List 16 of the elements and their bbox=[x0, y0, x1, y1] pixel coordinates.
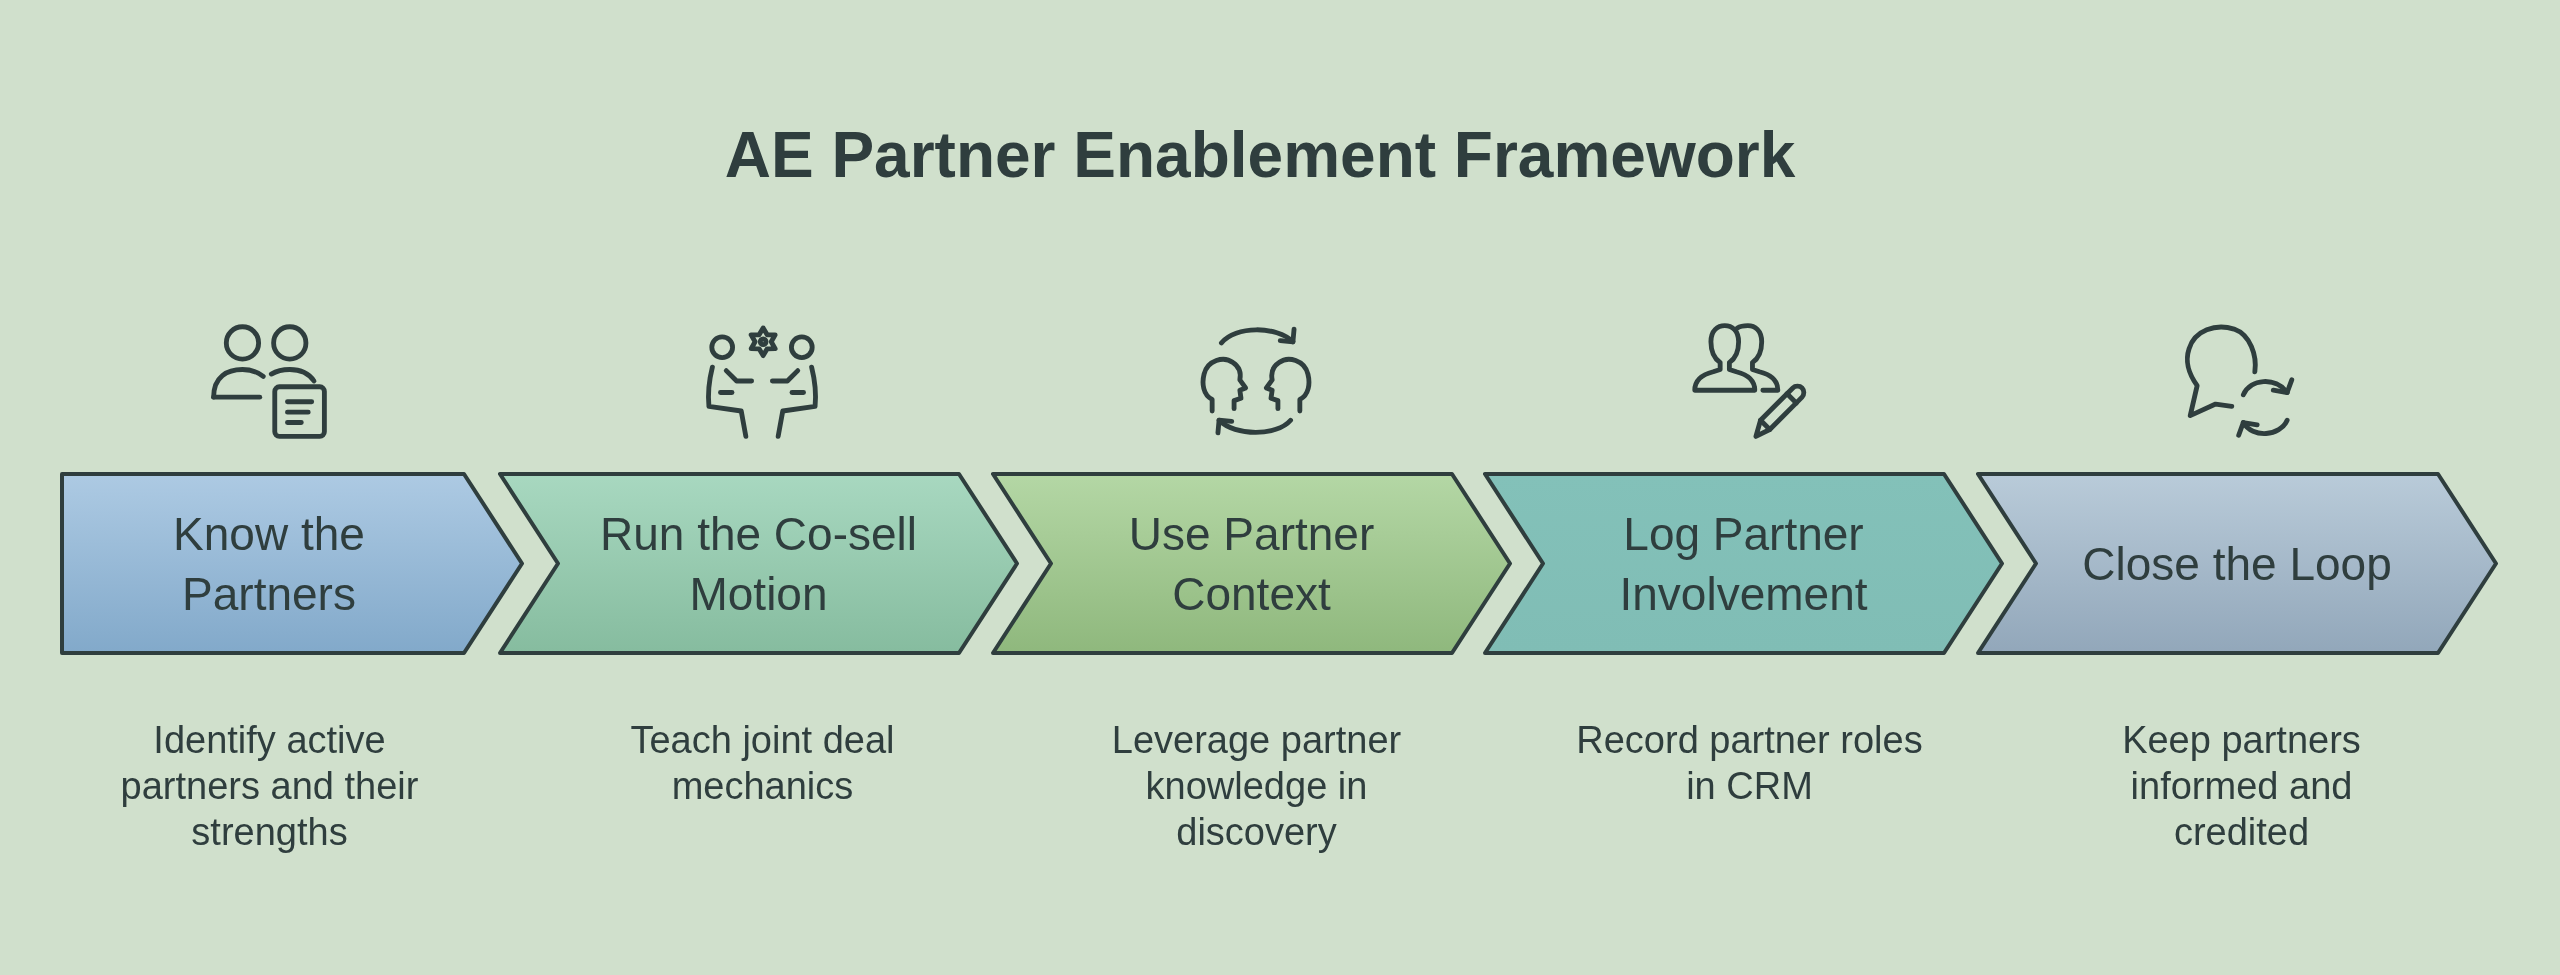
diagram-title: AE Partner Enablement Framework bbox=[724, 118, 1796, 193]
step-description: Record partner roles in CRM bbox=[1575, 718, 1924, 809]
step-description: Teach joint deal mechanics bbox=[629, 718, 896, 809]
chevron-step bbox=[991, 472, 1512, 655]
chevron-step bbox=[498, 472, 1019, 655]
step-title: Know the Partners bbox=[172, 506, 366, 622]
step-title: Log Partner Involvement bbox=[1618, 506, 1869, 622]
chevron-step bbox=[60, 472, 524, 655]
step-title: Use Partner Context bbox=[1127, 506, 1376, 622]
step-description: Leverage partner knowledge in discovery bbox=[1110, 718, 1403, 855]
chevron-step bbox=[1976, 472, 2498, 655]
chevron-step bbox=[1483, 472, 2004, 655]
step-description: Keep partners informed and credited bbox=[2121, 718, 2362, 855]
step-title: Run the Co-sell Motion bbox=[598, 506, 918, 622]
step-title: Close the Loop bbox=[2082, 536, 2392, 592]
step-description: Identify active partners and their strengths bbox=[119, 718, 420, 855]
